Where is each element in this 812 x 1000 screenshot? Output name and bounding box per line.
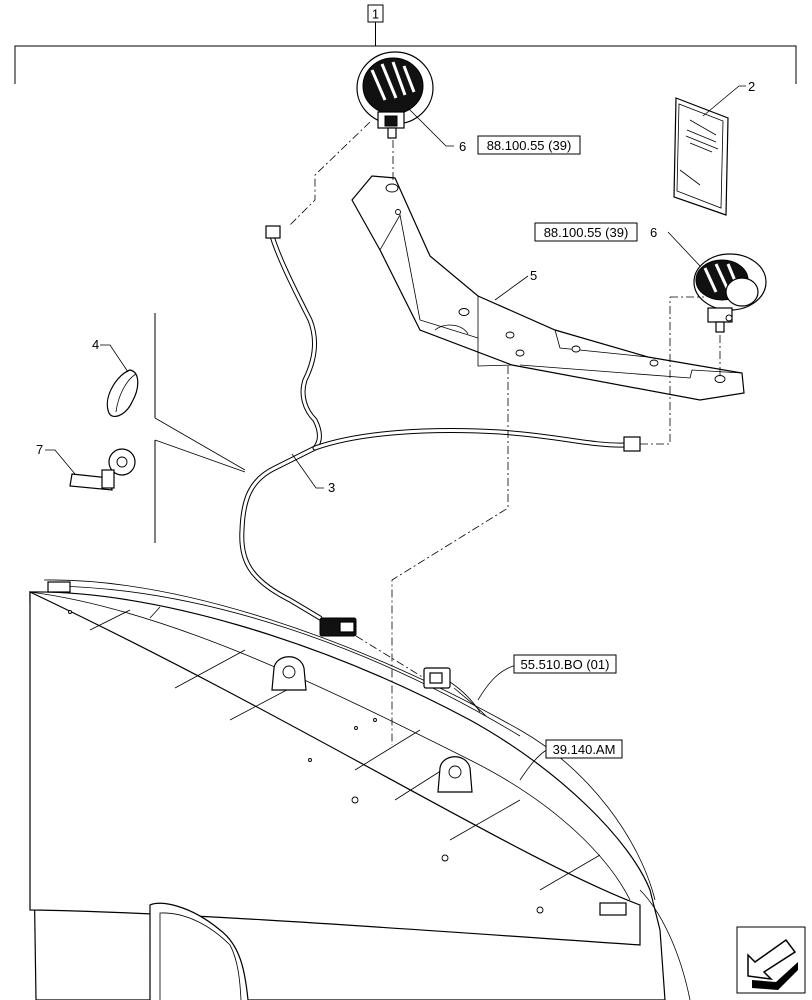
callout-6-right: 6 — [650, 225, 657, 240]
callout-5: 5 — [530, 268, 537, 283]
callout-4: 4 — [92, 337, 99, 352]
cutting-line — [154, 313, 246, 543]
wiring-harness — [239, 225, 641, 717]
instruction-sheet — [673, 97, 729, 216]
ref-connector[interactable]: 55.510.BO (01) — [521, 657, 610, 672]
strap-ring — [106, 369, 139, 418]
callout-6-upper: 6 — [459, 139, 466, 154]
callout-2: 2 — [748, 79, 755, 94]
work-lamp-upper — [356, 51, 434, 139]
lamp-bracket — [351, 175, 745, 401]
callout-3: 3 — [328, 480, 335, 495]
reference-boxes[interactable]: 88.100.55 (39) 88.100.55 (39) 55.510.BO … — [477, 135, 638, 759]
cable-tie — [69, 448, 136, 491]
callout-leaders — [45, 85, 746, 781]
ref-lamp-upper[interactable]: 88.100.55 (39) — [487, 138, 572, 153]
assembly-leaders — [289, 121, 721, 745]
cab-roof — [29, 579, 691, 1000]
ref-lamp-right[interactable]: 88.100.55 (39) — [544, 225, 629, 240]
arrow-navigation-icon[interactable] — [736, 926, 806, 994]
callout-numbers: 6 2 6 5 4 3 7 — [36, 79, 755, 495]
ref-cab-roof[interactable]: 39.140.AM — [553, 742, 616, 757]
assembly-bracket: 1 — [14, 4, 797, 84]
assembly-callout: 1 — [372, 7, 379, 22]
work-lamp-right — [693, 253, 767, 333]
callout-7: 7 — [36, 442, 43, 457]
